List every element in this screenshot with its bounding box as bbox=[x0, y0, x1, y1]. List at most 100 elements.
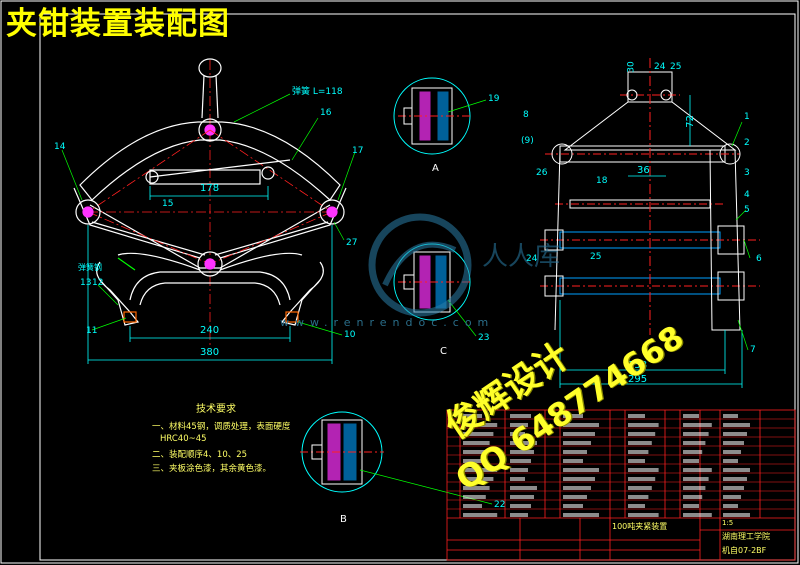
right-pivot bbox=[319, 199, 345, 225]
callout-27: 27 bbox=[346, 238, 358, 248]
parts-list-entry bbox=[723, 432, 747, 436]
parts-list-entry bbox=[683, 495, 703, 499]
callout-15: 15 bbox=[162, 199, 174, 209]
section-a bbox=[393, 77, 471, 155]
parts-list-entry bbox=[683, 441, 706, 445]
parts-list-entry bbox=[563, 486, 591, 490]
callout-6: 6 bbox=[756, 254, 762, 264]
dim-240: 240 bbox=[200, 325, 220, 336]
parts-list-entry bbox=[563, 477, 595, 481]
left-pivot bbox=[75, 199, 101, 225]
callout-5: 5 bbox=[744, 205, 750, 215]
clamp-front-view bbox=[73, 58, 347, 345]
parts-list-entry bbox=[683, 468, 712, 472]
callout-10: 10 bbox=[344, 330, 356, 340]
parts-list-entry bbox=[463, 459, 482, 463]
callout-11: 11 bbox=[86, 326, 98, 336]
parts-list-entry bbox=[683, 477, 709, 481]
parts-list-entry bbox=[463, 423, 498, 427]
parts-list-entry bbox=[628, 414, 645, 418]
callout-2: 2 bbox=[744, 138, 750, 148]
title-block-school: 湖南理工学院 bbox=[722, 532, 770, 541]
parts-list-entry bbox=[563, 432, 595, 436]
parts-list-entry bbox=[563, 459, 583, 463]
inner-border bbox=[39, 13, 796, 561]
parts-list-entry bbox=[510, 459, 531, 463]
parts-list-entry bbox=[628, 423, 659, 427]
parts-list-entry bbox=[683, 486, 706, 490]
parts-list-entry bbox=[463, 513, 498, 517]
parts-list-entry bbox=[628, 495, 649, 499]
parts-list-entry bbox=[463, 504, 482, 508]
callout-1: 1 bbox=[744, 112, 750, 122]
lifting-ring bbox=[198, 58, 222, 78]
dim-295: 295 bbox=[628, 374, 648, 385]
parts-list-entry bbox=[563, 468, 599, 472]
right-jaw bbox=[280, 261, 324, 326]
dimensions-main bbox=[87, 186, 333, 364]
parts-list-entry bbox=[510, 441, 537, 445]
parts-list-entry bbox=[628, 504, 645, 508]
grip-frame bbox=[129, 271, 291, 301]
section-label-c: C bbox=[440, 346, 447, 357]
top-pin bbox=[198, 118, 222, 142]
parts-list-entry bbox=[563, 450, 587, 454]
parts-list-entries bbox=[463, 414, 750, 517]
parts-list-entry bbox=[723, 486, 744, 490]
parts-list-entry bbox=[683, 459, 699, 463]
callout-9: (9) bbox=[521, 136, 534, 146]
dim-178: 178 bbox=[200, 183, 220, 194]
parts-list-entry bbox=[510, 468, 528, 472]
parts-list-entry bbox=[723, 450, 741, 454]
parts-list-entry bbox=[723, 468, 750, 472]
parts-list-entry bbox=[628, 513, 659, 517]
parts-list-entry bbox=[723, 459, 738, 463]
parts-list-entry bbox=[723, 441, 744, 445]
parts-list-entry bbox=[683, 423, 712, 427]
dim-24: 24 bbox=[654, 62, 666, 72]
section-b bbox=[300, 411, 384, 493]
parts-list-entry bbox=[510, 423, 528, 427]
callout-7: 7 bbox=[750, 345, 756, 355]
callout-17: 17 bbox=[352, 146, 364, 156]
parts-list-entry bbox=[628, 450, 649, 454]
dim-25: 25 bbox=[670, 62, 682, 72]
parts-list-entry bbox=[510, 432, 525, 436]
title-block-scale: 1:5 bbox=[722, 519, 734, 527]
callout-12: 12 bbox=[92, 278, 104, 288]
section-label-a: A bbox=[432, 163, 439, 174]
section-label-b: B bbox=[340, 514, 347, 525]
parts-list-entry bbox=[463, 432, 494, 436]
parts-list-entry bbox=[563, 495, 587, 499]
tech-req-line-4: 三、夹板涂色漆，其余黄色漆。 bbox=[152, 464, 272, 474]
spring-rod bbox=[149, 169, 261, 185]
side-view bbox=[540, 58, 760, 335]
parts-list-entry bbox=[683, 414, 699, 418]
parts-list-entry bbox=[563, 504, 583, 508]
dim-36: 36 bbox=[637, 165, 650, 176]
dim-26: 26 bbox=[536, 168, 548, 178]
parts-list-entry bbox=[723, 414, 738, 418]
drawing-title: 夹钳装置装配图 bbox=[6, 6, 230, 42]
tech-req-heading: 技术要求 bbox=[196, 404, 236, 415]
tech-req-line-1: 一、材料45钢，调质处理，表面硬度 bbox=[152, 422, 291, 432]
parts-list-entry bbox=[683, 504, 699, 508]
callout-19: 19 bbox=[488, 94, 500, 104]
parts-list-rows bbox=[447, 418, 795, 510]
parts-list-entry bbox=[628, 477, 656, 481]
title-block-dept: 机自07-2BF bbox=[722, 546, 767, 555]
parts-list-entry bbox=[510, 495, 534, 499]
spring-label: 弹簧钢 bbox=[78, 263, 102, 272]
parts-list-entry bbox=[463, 441, 490, 445]
parts-list-entry bbox=[628, 468, 659, 472]
parts-list-entry bbox=[510, 450, 534, 454]
tech-req-line-2: HRC40~45 bbox=[160, 434, 207, 444]
dim-72: 72 bbox=[684, 115, 696, 128]
callout-16: 16 bbox=[320, 108, 332, 118]
parts-list-entry bbox=[463, 414, 482, 418]
watermark-logo bbox=[368, 213, 472, 317]
dim-258: 258 bbox=[628, 360, 648, 371]
parts-list-entry bbox=[463, 450, 486, 454]
